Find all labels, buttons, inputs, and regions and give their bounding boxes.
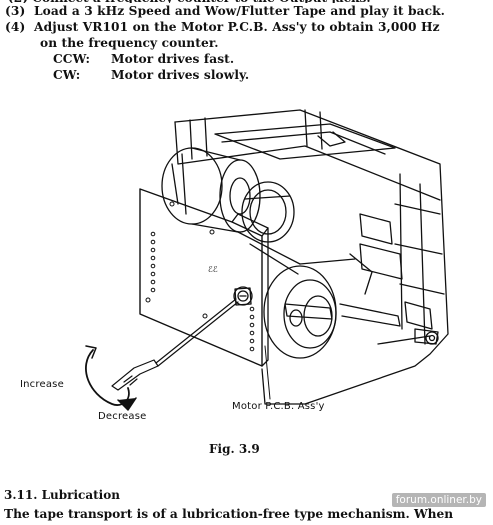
- clipped-previous-line: (2) Connect a frequency counter to the O…: [8, 0, 488, 3]
- increase-label: Increase: [20, 379, 64, 390]
- tape-transport-drawing: ℰℰ: [85, 109, 449, 411]
- section-body: The tape transport is of a lubrication-f…: [4, 507, 454, 521]
- direction-cw: CW: Motor drives slowly.: [53, 68, 249, 82]
- ccw-code: CCW:: [53, 52, 91, 66]
- rotation-arrow: [85, 349, 130, 406]
- cw-desc: Motor drives slowly.: [111, 68, 250, 82]
- step-4-text: Adjust VR101 on the Motor P.C.B. Ass'y t…: [34, 20, 440, 34]
- chassis-outline: [174, 109, 449, 405]
- figure-3-9: ℰℰ Increase: [0, 104, 493, 444]
- ccw-desc: Motor drives fast.: [111, 52, 235, 66]
- section-title: 3.11. Lubrication: [4, 488, 120, 502]
- cw-code: CW:: [53, 68, 81, 82]
- step-3: (3) Load a 3 kHz Speed and Wow/Flutter T…: [5, 4, 445, 18]
- step-3-text: Load a 3 kHz Speed and Wow/Flutter Tape …: [34, 4, 446, 18]
- decrease-label: Decrease: [98, 411, 147, 422]
- direction-ccw: CCW: Motor drives fast.: [53, 52, 234, 66]
- step-3-number: (3): [5, 4, 26, 18]
- step-4-continuation: on the frequency counter.: [40, 36, 219, 50]
- motor-pcb-board: [139, 188, 263, 367]
- step-4-number: (4): [5, 20, 26, 34]
- screwdriver: [111, 298, 239, 391]
- motor-pcb-label: Motor P.C.B. Ass'y: [232, 401, 325, 412]
- figure-caption: Fig. 3.9: [209, 442, 260, 456]
- step-4: (4) Adjust VR101 on the Motor P.C.B. Ass…: [5, 20, 440, 34]
- svg-text:ℰℰ: ℰℰ: [208, 265, 218, 274]
- site-watermark: forum.onliner.by: [391, 493, 486, 507]
